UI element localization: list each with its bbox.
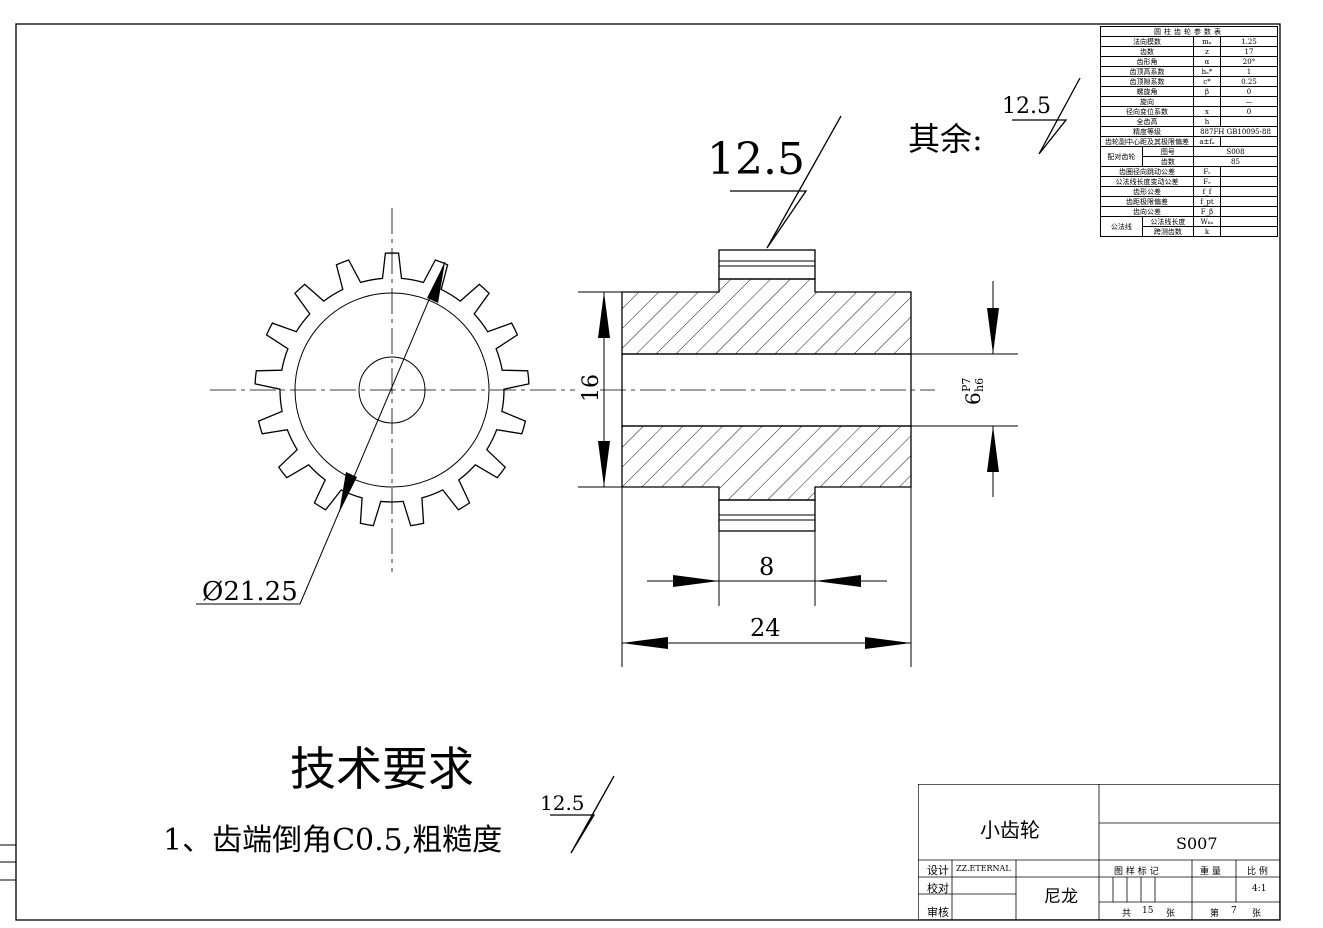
param-name: 全齿高 [1100,116,1194,127]
tech-req-item1: 1、齿端倒角C0.5,粗糙度 [163,823,502,858]
param-symbol: α [1193,56,1221,67]
gear-tooth-band-top [718,249,816,280]
param-name: 齿数 [1100,46,1194,57]
tolerance-symbol: Fᵣ [1193,166,1221,177]
approver-label: 审核 [927,906,949,919]
total-sheets: 15 [1142,906,1154,916]
cn-length-symbol: Wₖₙ [1193,216,1221,227]
drawing-number: S007 [1176,834,1218,853]
checker-label: 校对 [927,882,949,895]
param-value: 0.25 [1220,76,1278,87]
gear-front-view: Ø21.25 [196,208,575,607]
tolerance-name: 齿形公差 [1100,186,1194,197]
length-dim-text: 24 [750,614,781,642]
param-symbol: c* [1193,76,1221,87]
center-distance-symbol: a±fₐ [1193,136,1221,147]
left-margin-marks [0,844,16,881]
bore-tol-upper: P7 [960,378,973,392]
tech-req-title: 技术要求 [290,742,474,796]
param-symbol: hₐ* [1193,66,1221,77]
param-name: 齿顶高系数 [1100,66,1194,77]
param-name: 法向模数 [1100,36,1194,47]
bore-tol-lower: h6 [973,378,986,392]
accuracy-label: 精度等级 [1100,126,1194,137]
tech-requirements: 技术要求 1、齿端倒角C0.5,粗糙度 12.5 [163,742,615,858]
scale-label: 比 例 [1247,867,1268,877]
param-symbol: mₙ [1193,36,1221,47]
material: 尼龙 [1044,887,1078,907]
param-value: 20° [1220,56,1278,67]
tolerance-symbol: Fᵥ [1193,176,1221,187]
diameter-dim-line [299,261,446,605]
tolerance-name: 齿圈径向跳动公差 [1100,166,1194,177]
scale-value: 4:1 [1252,884,1267,894]
cn-length-label: 公法线长度 [1141,216,1195,227]
mating-drawing-label: 图号 [1141,146,1195,157]
tolerance-name: 齿向公差 [1100,206,1194,217]
param-name: 齿顶隙系数 [1100,76,1194,87]
roughness-symbol-main: 12.5 [707,115,842,249]
designer-name: ZZ.ETERNAL [956,864,1011,873]
svg-text:12.5: 12.5 [707,134,805,185]
mating-drawing-value: S008 [1193,146,1278,157]
drawing-border [15,23,1281,921]
svg-text:12.5: 12.5 [1002,94,1051,119]
param-value: 1.25 [1220,36,1278,47]
param-value: 0 [1220,86,1278,97]
param-name: 螺旋角 [1100,86,1194,97]
tech-req-roughness: 12.5 [540,791,585,815]
height-dim-text: 16 [579,374,604,402]
mating-gear-label: 配对齿轮 [1100,146,1143,167]
section-hatch-top [621,278,912,355]
param-value: 17 [1220,46,1278,57]
tolerance-symbol: f_f [1193,186,1221,197]
gear-section-view: 16 6 P7 h6 8 24 [578,249,1018,667]
param-value: 1 [1220,66,1278,77]
param-value [1220,116,1278,127]
param-symbol: β [1193,86,1221,97]
cn-span-label: 跨测齿数 [1141,226,1195,237]
tolerance-symbol: f_pt [1193,196,1221,207]
sample-mark-label: 图 样 标 记 [1114,867,1159,877]
sheet-unit: 张 [1166,909,1176,919]
param-symbol [1193,96,1221,107]
center-distance-label: 齿轮副中心距及其极限偏差 [1100,136,1194,147]
param-name: 旋向 [1100,96,1194,107]
weight-label: 重 量 [1200,867,1221,877]
other-surfaces-label: 其余: [908,120,983,158]
mating-teeth-label: 齿数 [1141,156,1195,167]
gear-teeth-outline [254,252,530,527]
common-normal-label: 公法线 [1100,216,1143,237]
param-name: 齿形角 [1100,56,1194,67]
title-block: 小齿轮 S007 设计 ZZ.ETERNAL 校对 审核 尼龙 图 样 标 记 … [918,784,1280,920]
diameter-arrow-bottom [339,472,357,513]
sheet-label: 第 [1210,909,1220,919]
param-value: 0 [1220,106,1278,117]
param-table-caption: 圆柱齿轮参数表 [1100,26,1278,37]
section-hatch-bottom [621,425,912,501]
designer-label: 设计 [927,864,949,877]
tolerance-name: 齿距极限偏差 [1100,196,1194,207]
tolerance-symbol: F_β [1193,206,1221,217]
cn-span-symbol: k [1193,226,1221,237]
sheet-number: 7 [1231,906,1237,916]
param-value: — [1220,96,1278,107]
diameter-dim-text: Ø21.25 [202,577,298,607]
param-symbol: x [1193,106,1221,117]
hub-width-text: 8 [759,553,774,581]
param-symbol: z [1193,46,1221,57]
diameter-arrow-top [427,262,445,303]
param-name: 径向变位系数 [1100,106,1194,117]
total-sheets-label: 共 [1122,909,1132,919]
accuracy-value: 887FH GB10095-88 [1193,126,1278,137]
mating-teeth-value: 85 [1193,156,1278,167]
tolerance-name: 公法线长度变动公差 [1100,176,1194,187]
roughness-other-surfaces: 其余: 12.5 [908,77,1081,158]
sheet-unit-2: 张 [1252,909,1262,919]
bore-dim-text: 6 [961,392,985,405]
part-name: 小齿轮 [980,818,1040,842]
param-symbol: h [1193,116,1221,127]
